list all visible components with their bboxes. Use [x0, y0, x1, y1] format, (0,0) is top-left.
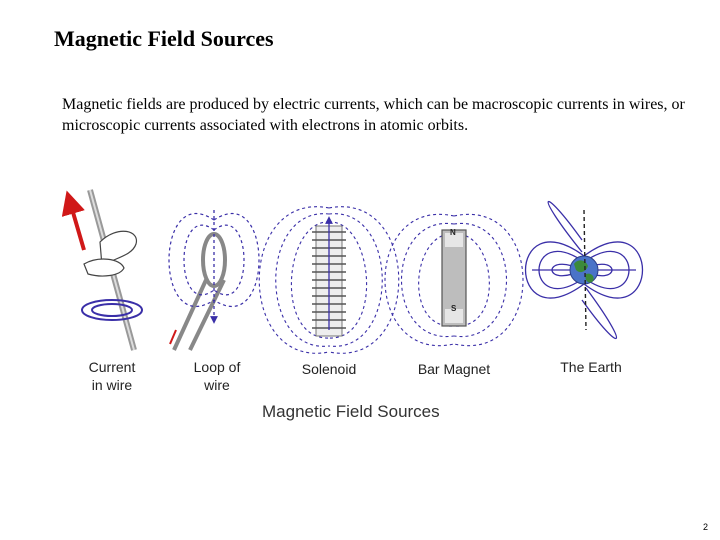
bar-magnet-north-label: N — [450, 228, 456, 237]
solenoid-icon — [258, 206, 400, 354]
current-in-wire-icon — [62, 189, 143, 351]
magnetic-field-sources-figure: N S Current in wire Loop of wire Solenoi… — [62, 180, 662, 430]
figure-illustration — [62, 189, 643, 354]
loop-of-wire-icon — [168, 210, 260, 351]
bar-magnet-south-label: S — [451, 304, 457, 313]
panel-label-bar-magnet: Bar Magnet — [417, 361, 491, 377]
slide-body-text: Magnetic fields are produced by electric… — [62, 96, 685, 134]
panel-label-the-earth: The Earth — [560, 359, 622, 375]
bar-magnet-icon — [384, 213, 524, 347]
panel-label-solenoid: Solenoid — [301, 361, 357, 377]
slide-title: Magnetic Field Sources — [54, 26, 274, 51]
page-number: 2 — [702, 522, 708, 532]
figure-caption: Magnetic Field Sources — [262, 402, 440, 421]
earth-icon — [525, 200, 643, 340]
panel-label-loop-of-wire: Loop of wire — [193, 359, 241, 393]
panel-label-current-in-wire: Current in wire — [88, 359, 136, 393]
